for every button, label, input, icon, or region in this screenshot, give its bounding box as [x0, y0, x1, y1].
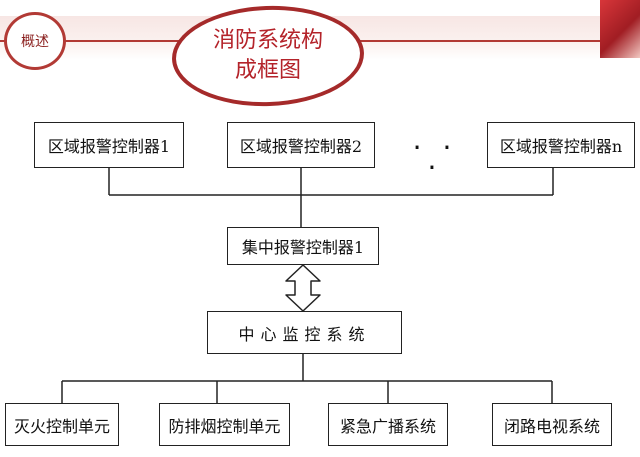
monitoring-center: 中心监控系统: [207, 311, 402, 354]
central-controller: 集中报警控制器1: [227, 227, 379, 265]
subsystem-smoke-control: 防排烟控制单元: [159, 403, 290, 446]
zone-controller-n-label: 区域报警控制器n: [499, 137, 623, 156]
zone-controller-2-label: 区域报警控制器2: [239, 137, 363, 156]
zone-controller-1: 区域报警控制器1: [34, 122, 184, 168]
subsystem-emergency-broadcast-label: 紧急广播系统: [339, 416, 436, 436]
subsystem-cctv-label: 闭路电视系统: [503, 416, 600, 436]
ellipsis-dots: · · ·: [412, 131, 458, 184]
zone-controller-2: 区域报警控制器2: [227, 122, 375, 168]
overview-badge: 概述: [4, 12, 66, 70]
subsystem-extinguishing: 灭火控制单元: [5, 403, 119, 446]
title-line-2: 成框图: [234, 58, 301, 83]
subsystem-emergency-broadcast: 紧急广播系统: [328, 403, 448, 446]
diagram-title: 消防系统构 成框图: [176, 26, 360, 86]
subsystem-extinguishing-label: 灭火控制单元: [13, 416, 110, 436]
subsystem-cctv: 闭路电视系统: [492, 403, 612, 446]
subsystem-smoke-control-label: 防排烟控制单元: [168, 416, 281, 436]
title-line-1: 消防系统构: [212, 28, 323, 53]
zone-controller-n: 区域报警控制器n: [487, 122, 635, 168]
central-controller-label: 集中报警控制器1: [241, 238, 365, 257]
monitoring-center-label: 中心监控系统: [238, 324, 371, 344]
overview-label: 概述: [21, 34, 49, 50]
bidirectional-arrow-icon: [285, 264, 321, 312]
corner-decorative-image: [600, 0, 640, 58]
zone-controller-1-label: 区域报警控制器1: [47, 137, 171, 156]
